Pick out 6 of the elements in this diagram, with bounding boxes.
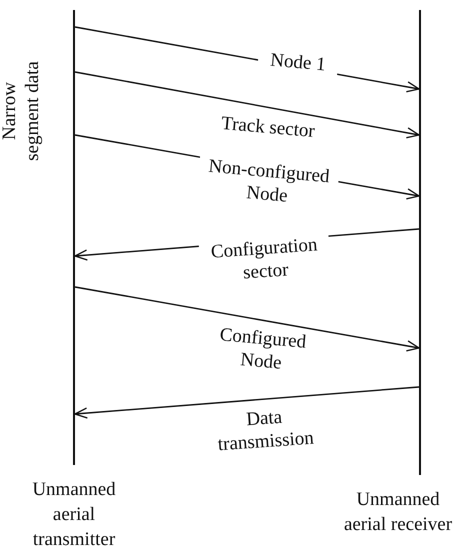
message-arrow: [74, 386, 420, 419]
message-arrow: [74, 286, 420, 352]
message-arrow: [74, 71, 420, 138]
participant-label: Unmanned aerial receiver: [342, 488, 454, 537]
participant-label: Unmanned aerial transmitter: [31, 478, 117, 552]
axis-note: Narrow segment data: [0, 60, 44, 163]
